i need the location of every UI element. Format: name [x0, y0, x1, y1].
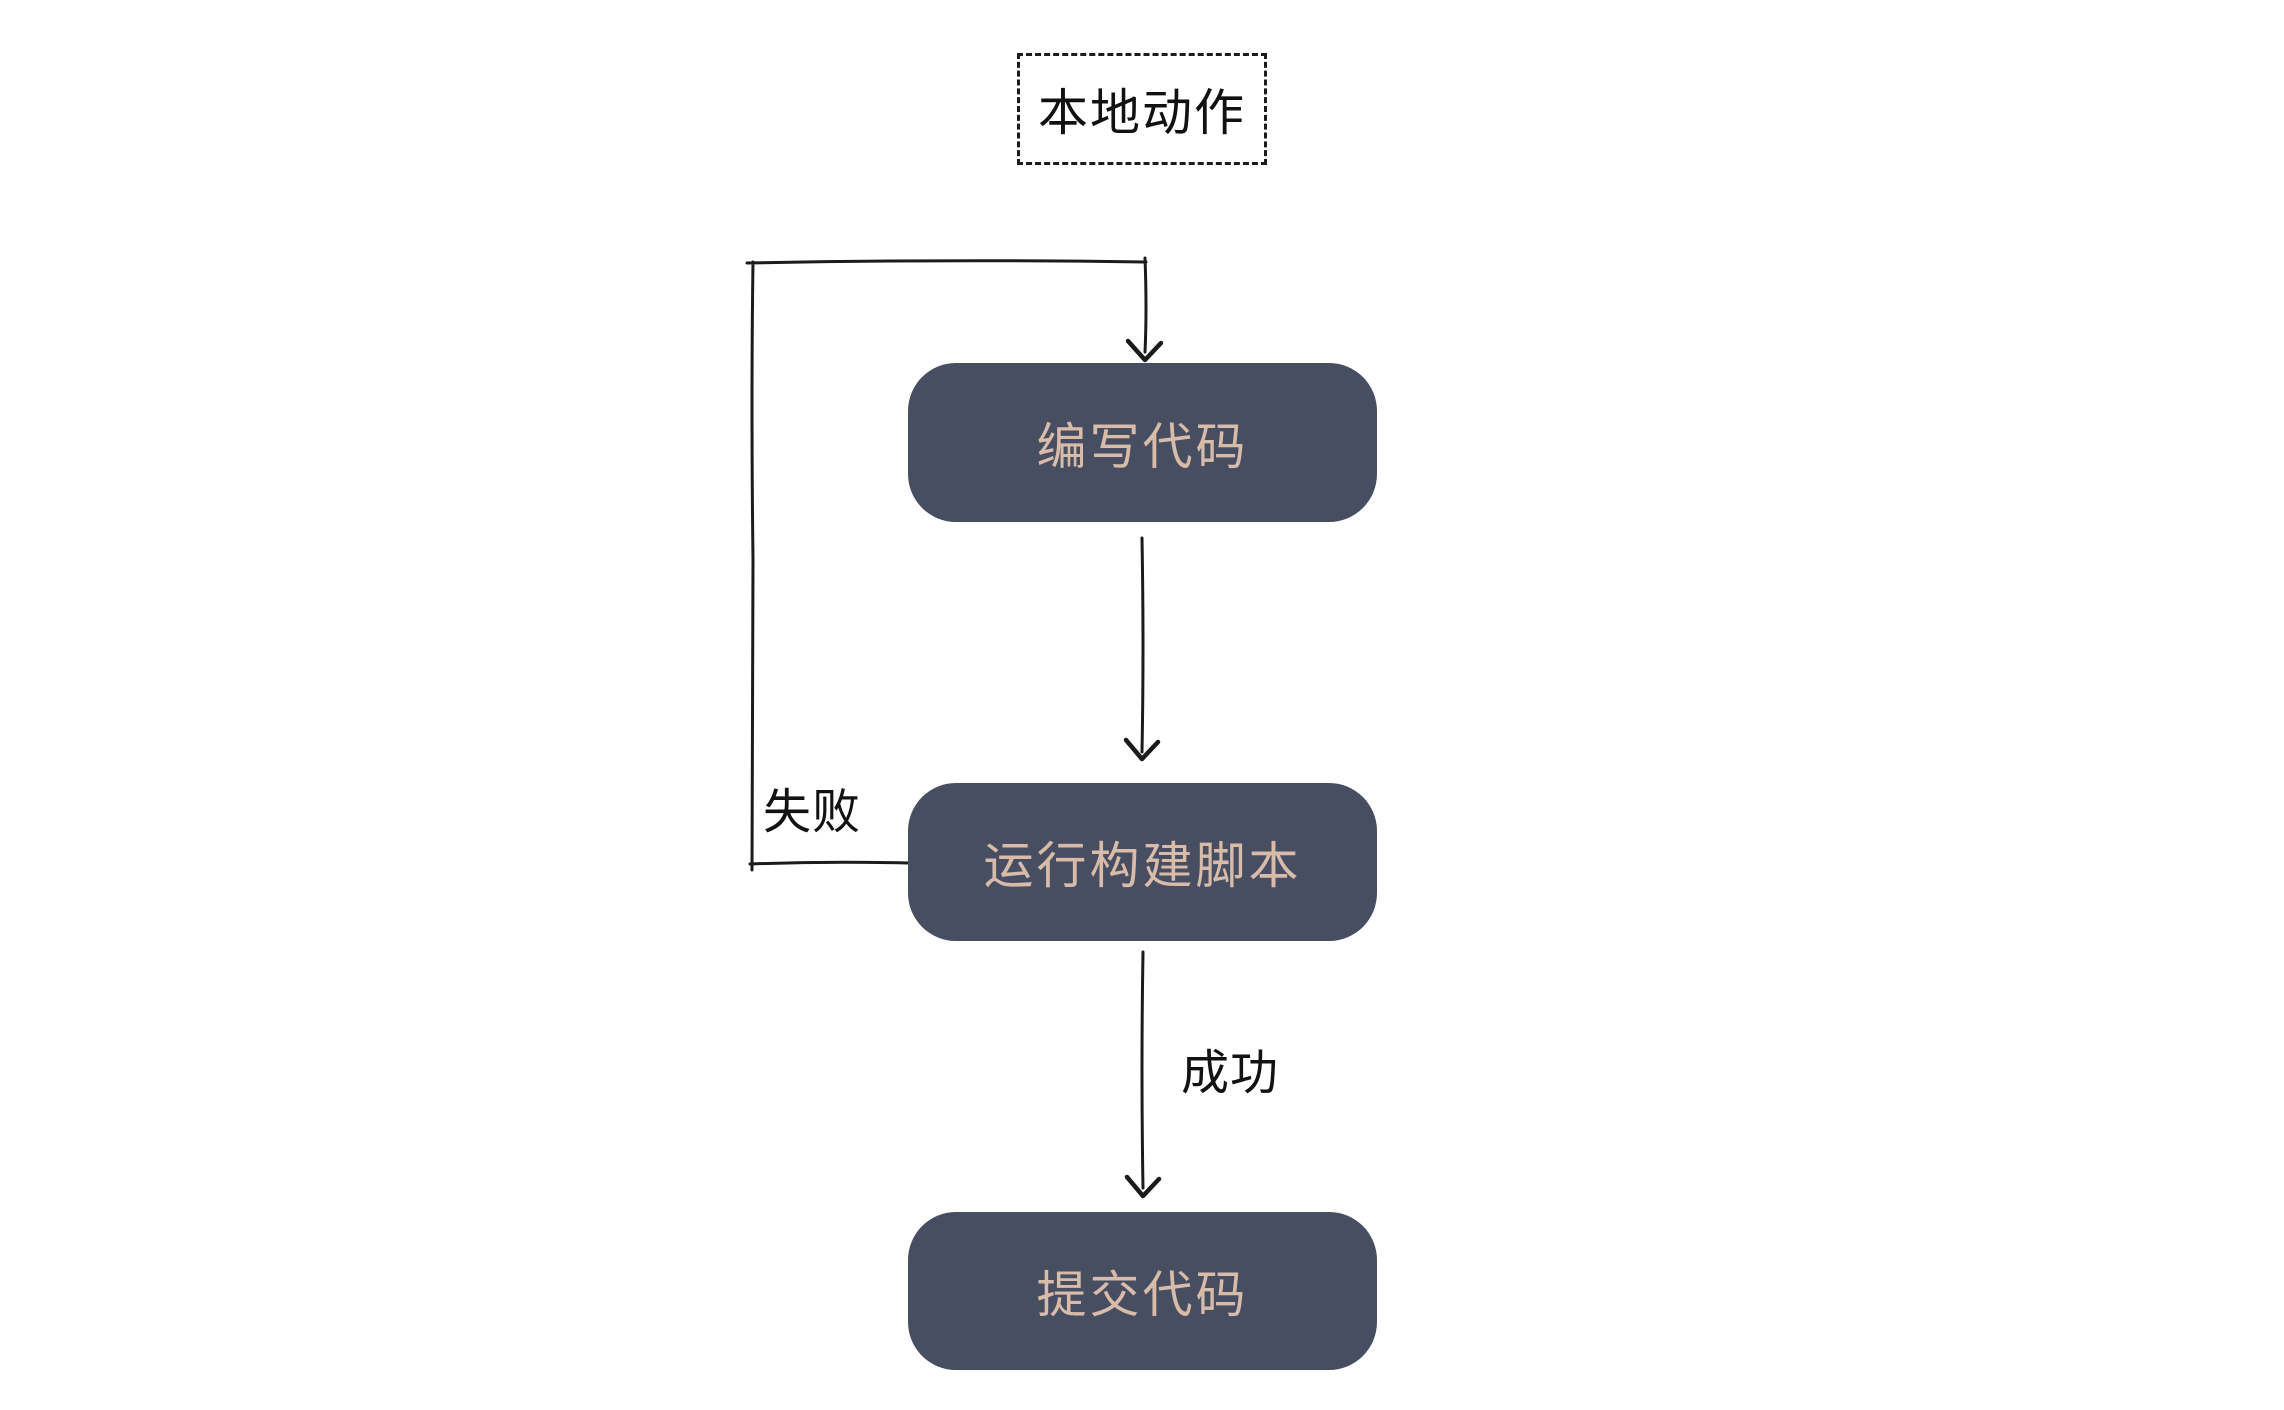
node-commit-code: 提交代码	[908, 1212, 1377, 1370]
node-commit-code-label: 提交代码	[1036, 1267, 1249, 1323]
build-to-commit-arrowhead-icon	[1124, 1174, 1162, 1199]
node-write-code: 编写代码	[908, 363, 1377, 522]
node-run-build-script-label: 运行构建脚本	[983, 838, 1302, 894]
node-run-build-script: 运行构建脚本	[908, 783, 1377, 941]
title-label: 本地动作	[1038, 85, 1246, 141]
build-to-commit-connector	[1140, 950, 1145, 1190]
edge-label-success: 成功	[1181, 1047, 1280, 1100]
write-to-build-arrowhead-icon	[1123, 737, 1161, 762]
edge-label-fail: 失败	[763, 786, 862, 839]
write-to-build-connector	[1140, 536, 1145, 754]
fail-loop-arrowhead-icon	[1125, 338, 1164, 363]
node-write-code-label: 编写代码	[1036, 418, 1249, 475]
title-box: 本地动作	[1017, 53, 1267, 165]
